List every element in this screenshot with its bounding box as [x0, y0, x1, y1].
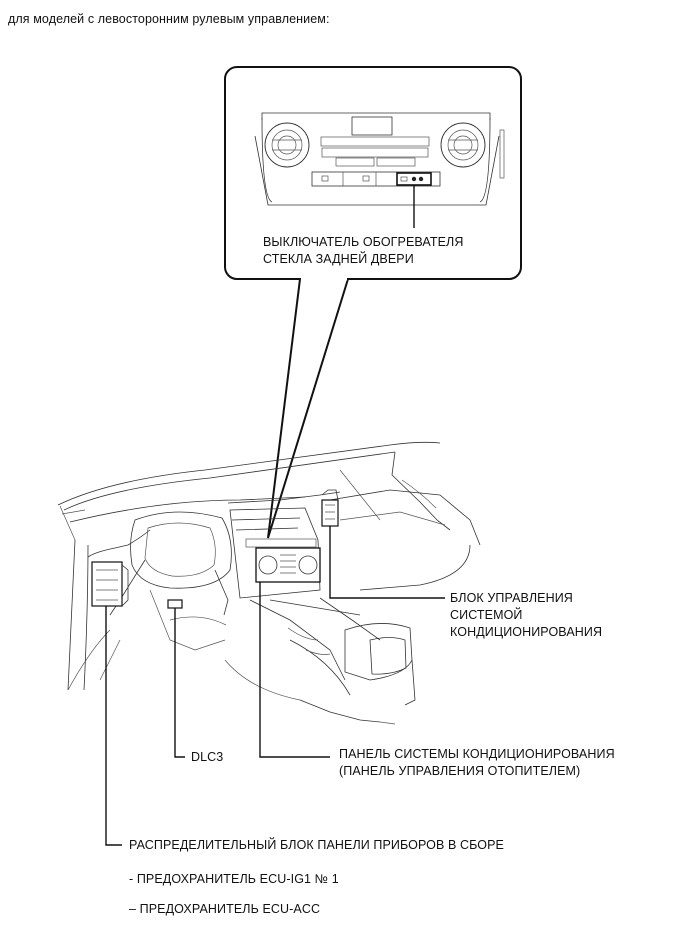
ac-panel-in-dash	[255, 547, 321, 583]
leader-junction-block	[105, 606, 122, 846]
fuse-ecu-acc-label: – ПРЕДОХРАНИТЕЛЬ ECU-ACC	[129, 902, 321, 916]
callout-label-line2: СТЕКЛА ЗАДНЕЙ ДВЕРИ	[263, 252, 414, 266]
callout-label-line1: ВЫКЛЮЧАТЕЛЬ ОБОГРЕВАТЕЛЯ	[263, 235, 464, 249]
ac-ecu-label-line3: КОНДИЦИОНИРОВАНИЯ	[450, 625, 603, 639]
junction-block-label: РАСПРЕДЕЛИТЕЛЬНЫЙ БЛОК ПАНЕЛИ ПРИБОРОВ В…	[129, 838, 504, 852]
callout-box	[224, 66, 522, 280]
right-knob	[440, 122, 486, 168]
leader-lines	[105, 526, 445, 846]
leader-ac-ecu	[329, 526, 445, 599]
dlc3-label: DLC3	[191, 750, 224, 764]
ac-panel-label-line2: (ПАНЕЛЬ УПРАВЛЕНИЯ ОТОПИТЕЛЕМ)	[339, 764, 581, 778]
ac-ecu-drawing	[321, 499, 339, 527]
ac-ecu-label-line2: СИСТЕМОЙ	[450, 608, 523, 622]
header-caption: для моделей с левосторонним рулевым упра…	[8, 12, 330, 26]
leader-ac-panel	[259, 582, 330, 758]
leader-dlc3	[174, 608, 185, 758]
ac-ecu-label-line1: БЛОК УПРАВЛЕНИЯ	[450, 591, 573, 605]
ac-panel-label-line1: ПАНЕЛЬ СИСТЕМЫ КОНДИЦИОНИРОВАНИЯ	[339, 747, 615, 761]
heater-control-panel-drawing	[254, 112, 505, 228]
junction-block-drawing	[91, 561, 123, 607]
display	[351, 116, 393, 136]
callout-pointer	[267, 278, 349, 539]
left-knob	[264, 122, 310, 168]
fuse-ecu-ig1-label: - ПРЕДОХРАНИТЕЛЬ ECU-IG1 № 1	[129, 872, 339, 886]
dlc3-drawing	[167, 599, 183, 609]
dashboard-drawing	[57, 441, 481, 725]
